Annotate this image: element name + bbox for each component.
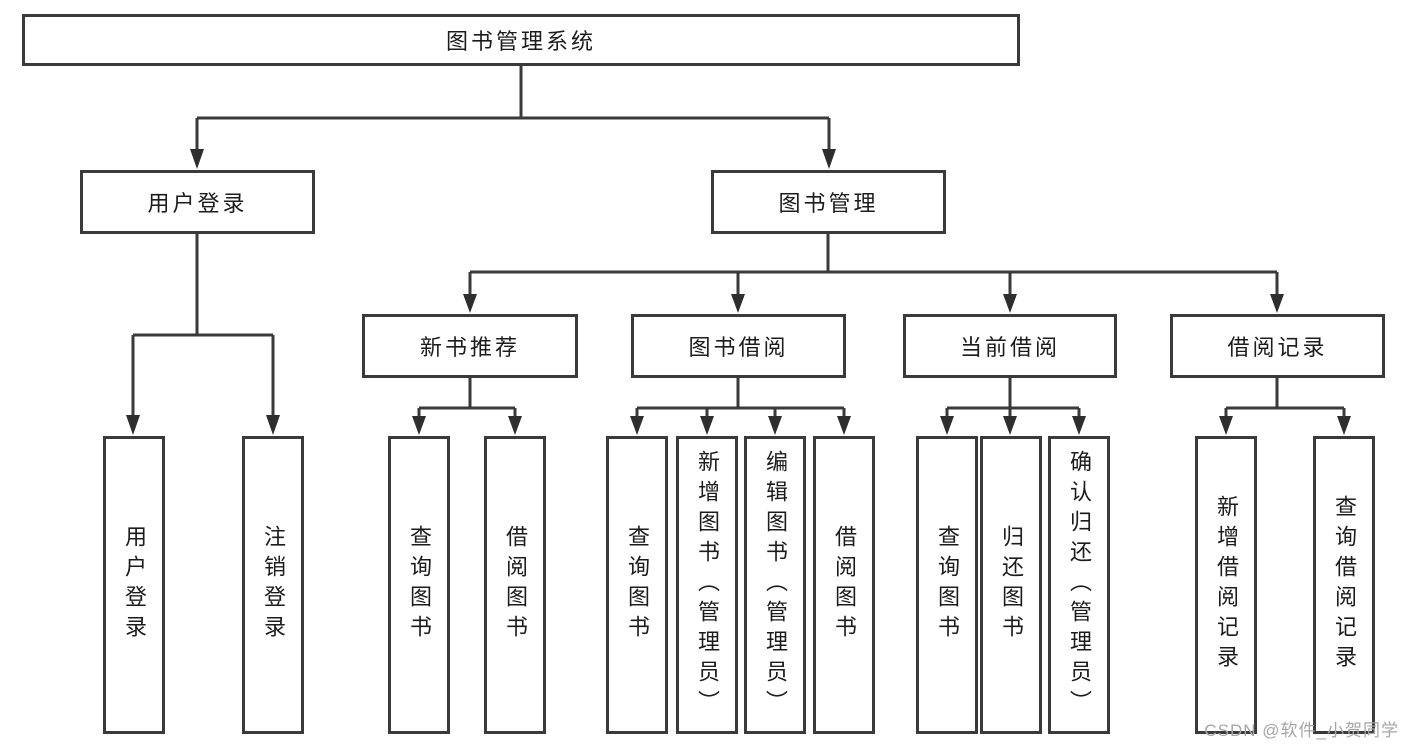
csdn-watermark: CSDN @软件_小贺同学 — [1204, 721, 1399, 740]
leaf-query-borrow-record: 查询借阅记录 — [1313, 436, 1375, 734]
node-borrowing-records: 借阅记录 — [1170, 314, 1385, 378]
node-current-borrowing: 当前借阅 — [903, 314, 1117, 378]
leaf-query-books-borrowing: 查询图书 — [606, 436, 668, 734]
node-book-borrowing: 图书借阅 — [631, 314, 846, 378]
leaf-borrow-books: 借阅图书 — [813, 436, 875, 734]
leaf-logout: 注销登录 — [242, 436, 304, 734]
leaf-confirm-return-admin: 确认归还（管理员） — [1048, 436, 1110, 734]
node-book-management-branch: 图书管理 — [711, 170, 946, 234]
leaf-add-borrow-record: 新增借阅记录 — [1195, 436, 1257, 734]
leaf-add-books-admin: 新增图书（管理员） — [676, 436, 738, 734]
leaf-query-books-recommend: 查询图书 — [388, 436, 450, 734]
leaf-return-books: 归还图书 — [980, 436, 1042, 734]
node-new-book-recommend: 新书推荐 — [362, 314, 578, 378]
leaf-edit-books-admin: 编辑图书（管理员） — [744, 436, 806, 734]
leaf-query-books-current: 查询图书 — [916, 436, 978, 734]
leaf-borrow-books-recommend: 借阅图书 — [484, 436, 546, 734]
node-root-system: 图书管理系统 — [22, 14, 1020, 66]
node-user-login-branch: 用户登录 — [80, 170, 315, 234]
leaf-user-login: 用户登录 — [103, 436, 165, 734]
